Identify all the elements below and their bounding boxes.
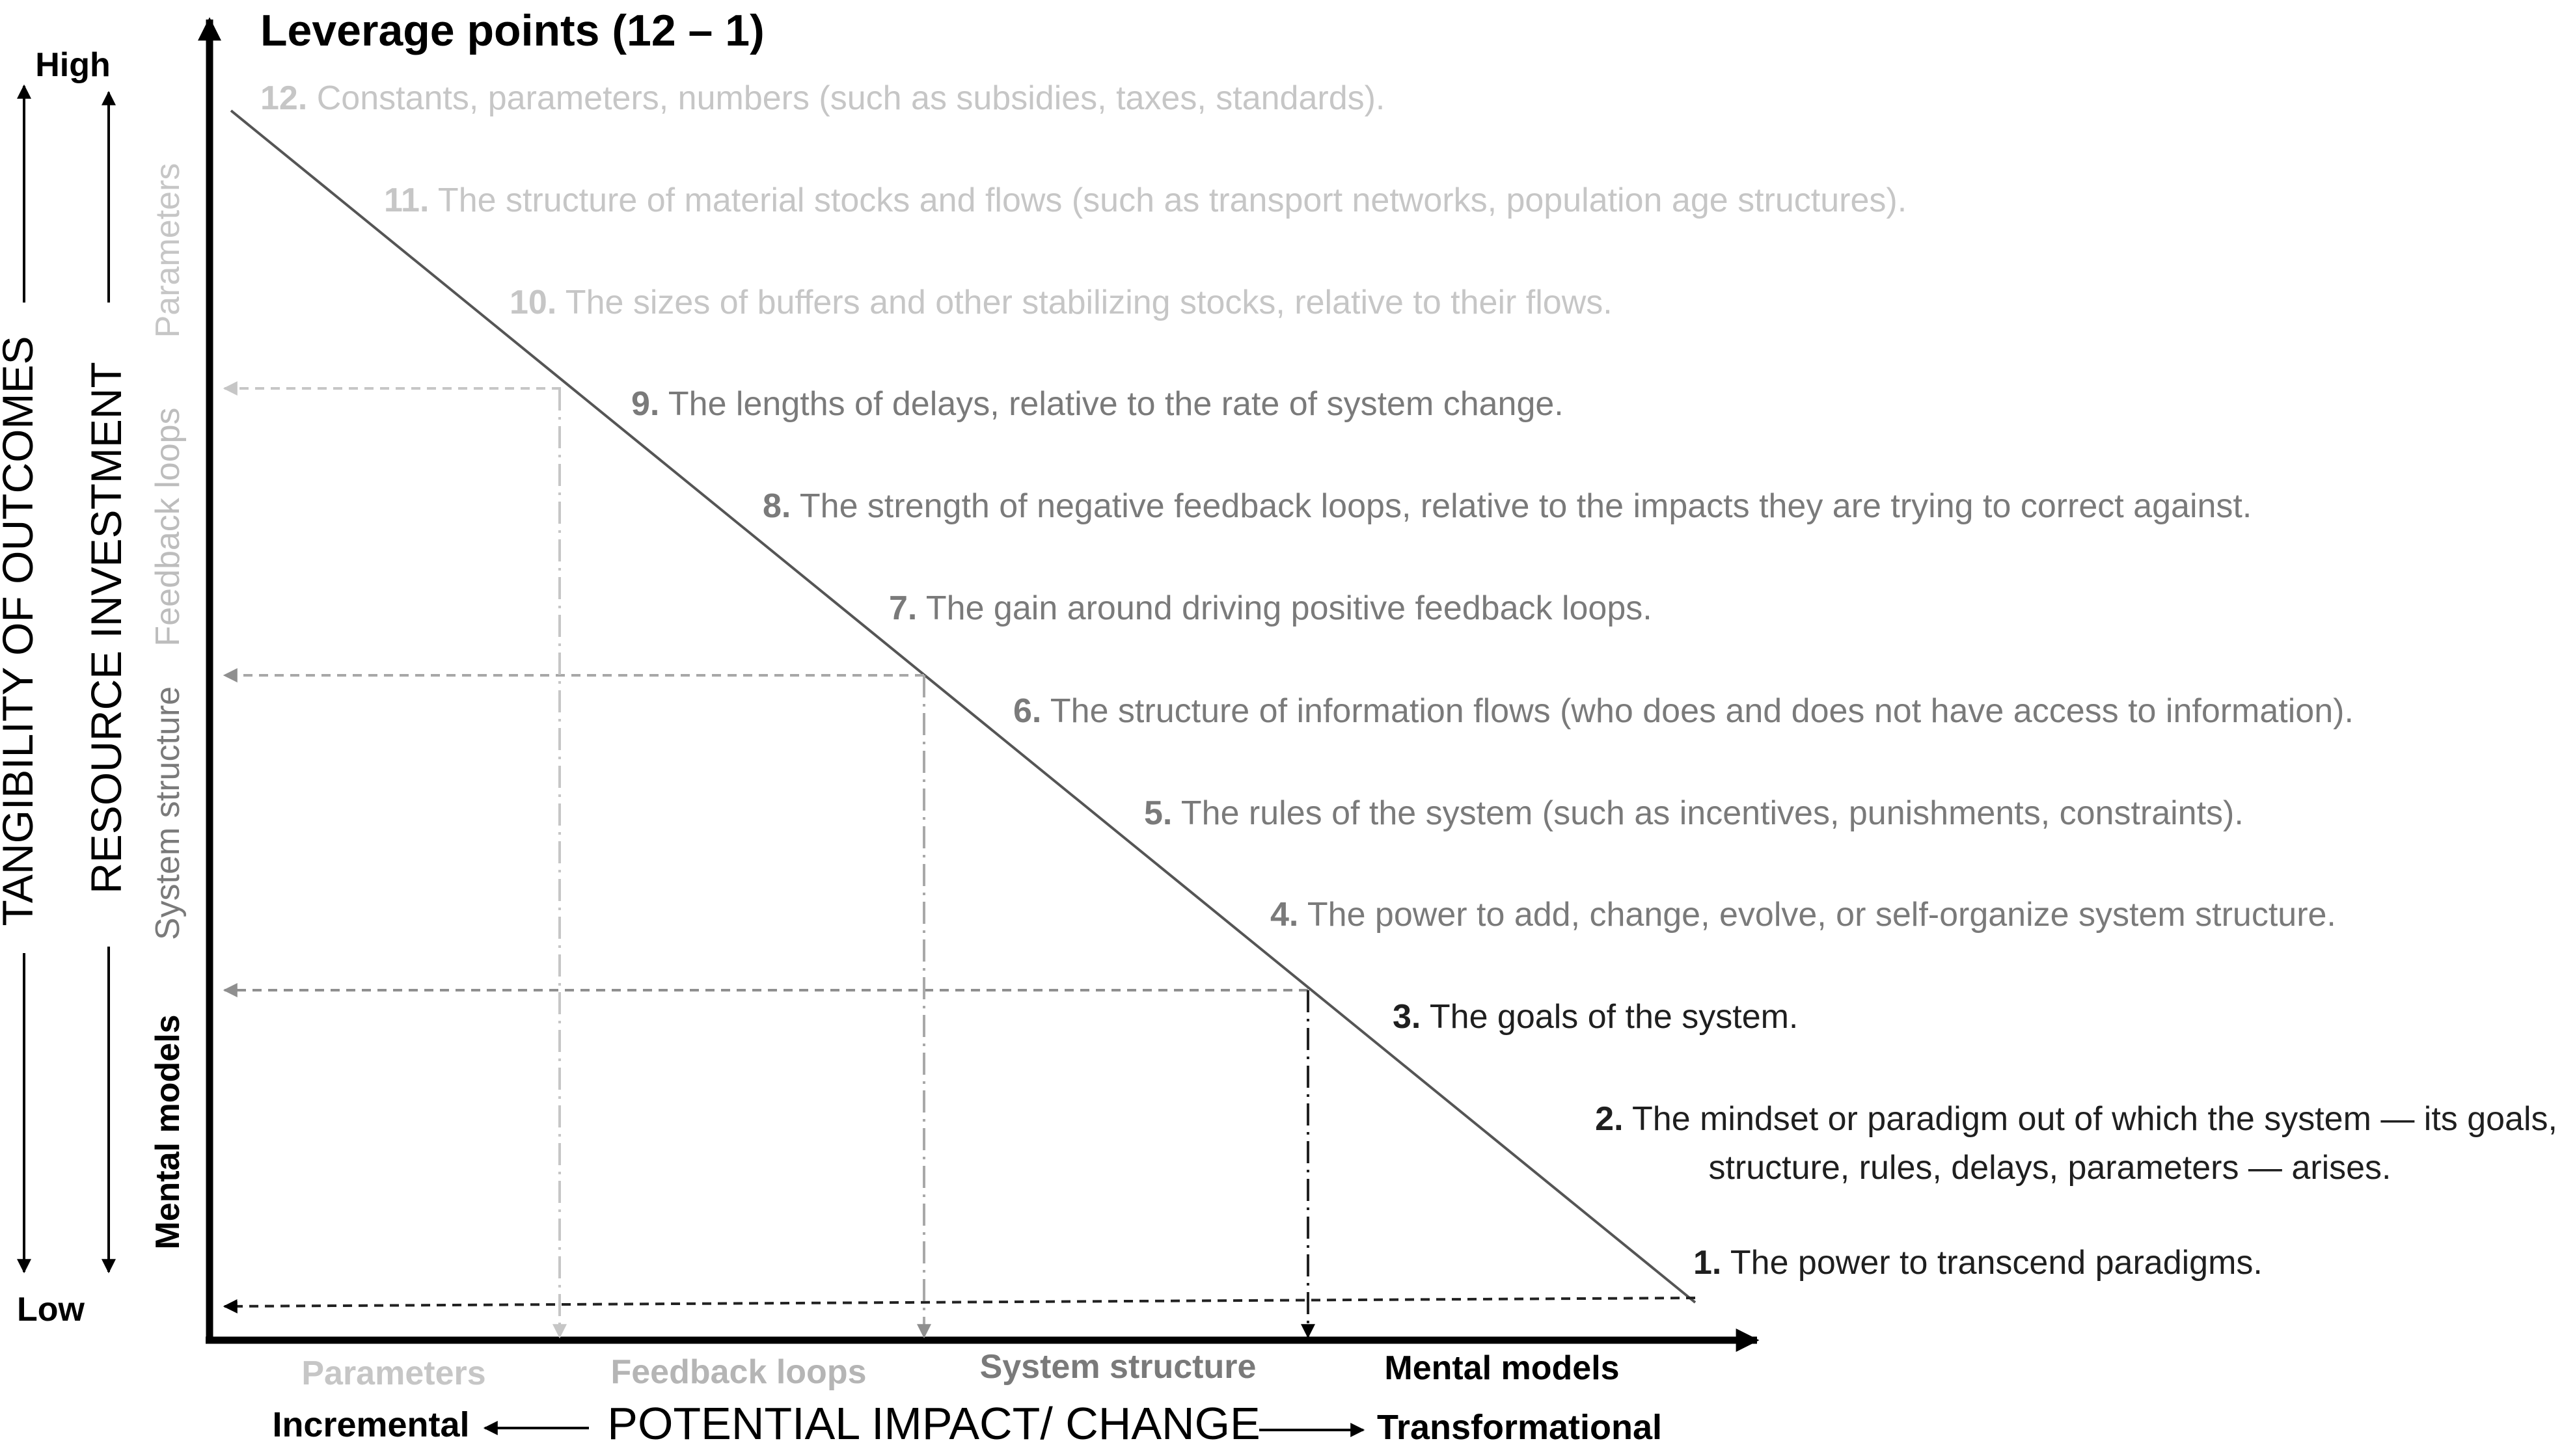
leverage-point-text: The lengths of delays, relative to the r…	[659, 385, 1563, 423]
x-cat-parameters: Parameters	[301, 1355, 485, 1392]
leverage-point-5: 5. The rules of the system (such as ince…	[1144, 794, 2244, 832]
leverage-point-text: The sizes of buffers and other stabilizi…	[556, 284, 1612, 321]
leverage-point-number: 1.	[1693, 1244, 1721, 1282]
leverage-point-number: 2.	[1595, 1100, 1623, 1138]
leverage-point-text: The structure of information flows (who …	[1041, 692, 2354, 730]
leverage-point-10: 10. The sizes of buffers and other stabi…	[510, 284, 1613, 321]
guide-h-low	[223, 1297, 1696, 1314]
leverage-point-number: 7.	[889, 589, 917, 627]
leverage-point-3: 3. The goals of the system.	[1393, 998, 1798, 1036]
leverage-point-number: 8.	[763, 487, 791, 525]
leverage-point-2: 2. The mindset or paradigm out of which …	[1595, 1100, 2557, 1138]
leverage-point-text: The power to add, change, evolve, or sel…	[1298, 896, 2336, 934]
leverage-point-text: The gain around driving positive feedbac…	[917, 589, 1652, 627]
leverage-point-number: 4.	[1270, 896, 1298, 934]
leverage-point-9: 9. The lengths of delays, relative to th…	[631, 385, 1564, 423]
leverage-diagonal	[230, 109, 1697, 1304]
leverage-point-12: 12. Constants, parameters, numbers (such…	[260, 79, 1385, 117]
y-cat-mental-models: Mental models	[149, 1014, 187, 1249]
leverage-point-text: Constants, parameters, numbers (such as …	[307, 79, 1385, 117]
leverage-point-text: The rules of the system (such as incenti…	[1172, 794, 2243, 832]
leverage-point-2-line2: structure, rules, delays, parameters — a…	[1708, 1149, 2391, 1187]
y-cat-system-structure: System structure	[149, 686, 187, 940]
leverage-point-text: The strength of negative feedback loops,…	[791, 487, 2252, 525]
transformational-label: Transformational	[1377, 1408, 1662, 1447]
x-cat-system-structure: System structure	[980, 1348, 1257, 1386]
leverage-point-11: 11. The structure of material stocks and…	[384, 182, 1907, 219]
leverage-point-1: 1. The power to transcend paradigms.	[1693, 1244, 2263, 1282]
guide-lines	[223, 381, 1696, 1339]
leverage-point-number: 11.	[384, 182, 429, 219]
leverage-point-4: 4. The power to add, change, evolve, or …	[1270, 896, 2336, 934]
incremental-label: Incremental	[272, 1405, 469, 1444]
x-cat-feedback-loops: Feedback loops	[611, 1353, 867, 1391]
leverage-point-number: 6.	[1013, 692, 1041, 730]
resource-investment-label: RESOURCE INVESTMENT	[82, 362, 130, 894]
y-cat-feedback-loops: Feedback loops	[149, 407, 187, 646]
leverage-point-number: 10.	[510, 284, 556, 321]
leverage-points-list: 12. Constants, parameters, numbers (such…	[260, 79, 2557, 1282]
leverage-point-6: 6. The structure of information flows (w…	[1013, 692, 2354, 730]
y-cat-parameters: Parameters	[149, 163, 187, 338]
diagram-title: Leverage points (12 – 1)	[260, 6, 765, 55]
y-arrows	[17, 84, 116, 1274]
leverage-point-number: 12.	[260, 79, 307, 117]
x-cat-mental-models: Mental models	[1384, 1349, 1619, 1387]
leverage-point-number: 5.	[1144, 794, 1172, 832]
tangibility-label: TANGIBILITY OF OUTCOMES	[0, 336, 42, 926]
leverage-point-text: The structure of material stocks and flo…	[429, 182, 1907, 219]
leverage-point-text: The mindset or paradigm out of which the…	[1624, 1100, 2557, 1138]
leverage-point-text: The power to transcend paradigms.	[1721, 1244, 2263, 1282]
leverage-point-7: 7. The gain around driving positive feed…	[889, 589, 1652, 627]
low-label: Low	[17, 1291, 85, 1328]
leverage-point-text: The goals of the system.	[1421, 998, 1798, 1036]
leverage-point-8: 8. The strength of negative feedback loo…	[763, 487, 2252, 525]
leverage-point-number: 3.	[1393, 998, 1421, 1036]
x-axis-title: POTENTIAL IMPACT/ CHANGE	[607, 1398, 1260, 1449]
leverage-point-number: 9.	[631, 385, 659, 423]
high-label: High	[35, 46, 111, 84]
